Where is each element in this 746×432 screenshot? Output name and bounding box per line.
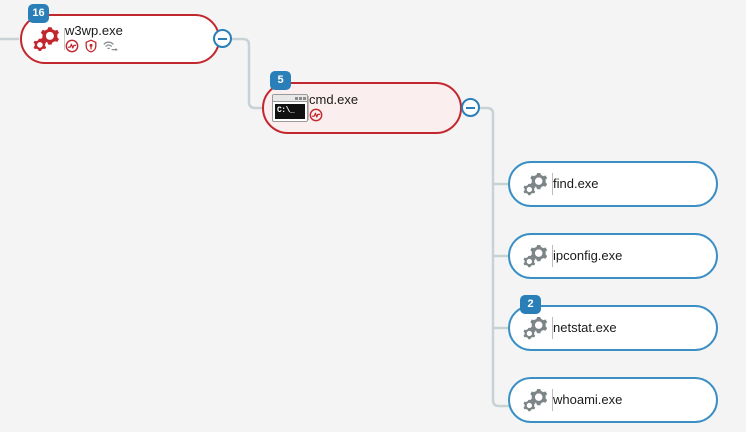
gears-icon [520,170,552,198]
process-node-child[interactable]: 2 netstat.exe [508,295,718,351]
console-prompt-text: C:\_ [275,104,305,119]
node-body: netstat.exe [553,320,706,336]
wire-cmd-trunk [479,106,510,408]
node-divider [552,173,553,195]
node-divider [64,28,65,50]
process-node-child[interactable]: find.exe [508,161,718,207]
node-title: cmd.exe [309,91,359,107]
node-title: netstat.exe [553,320,617,335]
network-traffic-icon[interactable] [103,39,119,58]
node-body: ipconfig.exe [553,248,706,264]
node-title: w3wp.exe [65,22,123,38]
process-node-root[interactable]: 16 w3wp.exe [20,4,220,64]
activity-pulse-icon[interactable] [309,108,323,127]
gears-icon [520,314,552,342]
gears-icon [30,24,64,54]
node-body: cmd.exe [309,92,450,125]
node-body: w3wp.exe [65,23,208,56]
node-body: find.exe [553,176,706,192]
node-title: whoami.exe [553,392,623,407]
wire-root-to-cmd [231,37,264,110]
process-node-child[interactable]: whoami.exe [508,377,718,423]
node-tag-list [309,108,450,127]
shield-alert-icon[interactable] [84,39,98,58]
node-divider [552,317,553,339]
node-divider [552,389,553,411]
collapse-toggle-root[interactable] [213,29,232,48]
node-badge-count: 2 [520,295,541,314]
collapse-toggle-selected[interactable] [461,98,480,117]
activity-pulse-icon[interactable] [65,39,79,58]
gears-icon [520,242,552,270]
node-badge-count: 16 [28,4,49,23]
console-titlebar [273,95,307,102]
node-divider [552,245,553,267]
node-tag-list [65,39,208,58]
process-node-selected[interactable]: 5 C:\_ cmd.exe [255,71,469,155]
node-title: ipconfig.exe [553,248,623,263]
process-node-child[interactable]: ipconfig.exe [508,233,718,279]
node-badge-count: 5 [270,71,291,90]
node-title: find.exe [553,176,599,191]
node-body: whoami.exe [553,392,706,408]
console-window-icon: C:\_ [272,94,308,122]
gears-icon [520,386,552,414]
node-divider [308,96,309,120]
